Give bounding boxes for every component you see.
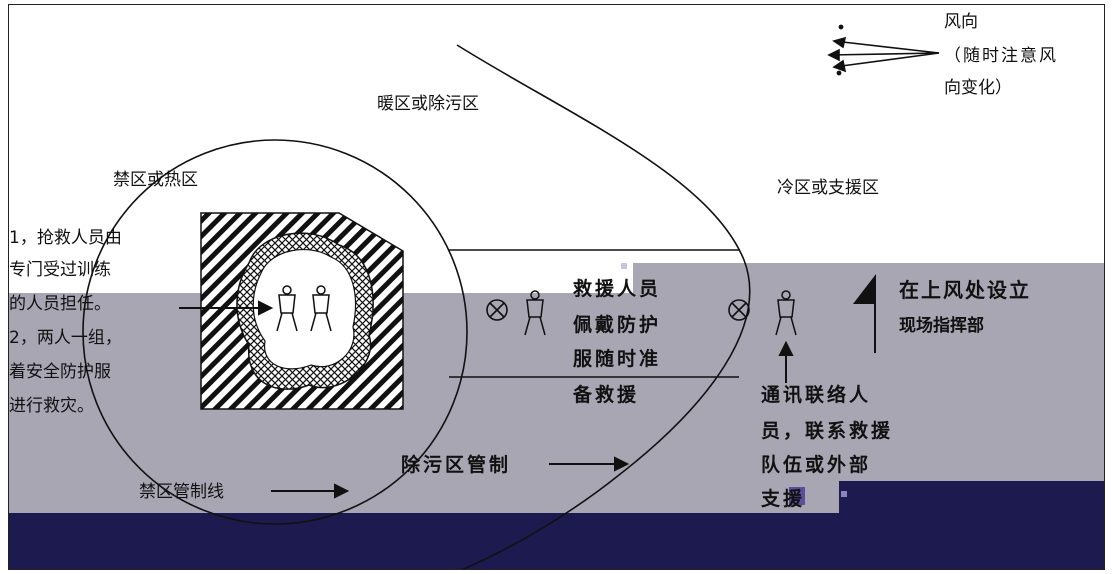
decon-control-arrow — [549, 456, 630, 472]
command-post-line1: 在上风处设立 — [899, 278, 1031, 302]
rescue-team-line4: 备救援 — [573, 384, 640, 406]
cold-zone-label: 冷区或支援区 — [777, 178, 879, 198]
zone-diagram — [82, 24, 940, 569]
pointer-arrow — [179, 300, 274, 316]
checkpoint-marker-icon — [728, 299, 750, 321]
background-band-navy-right — [839, 481, 1104, 513]
rescuer-person-icon — [310, 285, 332, 332]
hot-zone-circle — [82, 139, 468, 525]
warm-zone-boundary — [456, 44, 751, 569]
comms-note-line2: 员，联系救援 — [761, 420, 894, 442]
comms-person-icon — [775, 290, 797, 336]
artifact-noise — [621, 263, 627, 269]
incident-core — [252, 249, 357, 370]
rescue-team-line3: 服随时准 — [573, 348, 662, 370]
wind-arrow-icon — [827, 24, 940, 76]
comms-note-line4: 支援 — [761, 488, 806, 510]
rescuers-note-line1: 1，抢救人员由 — [9, 228, 122, 248]
background-band-gray-full — [9, 293, 1104, 513]
up-arrow-icon — [778, 340, 794, 383]
diagram-frame: 风向 （随时注意风 向变化） 暖区或除污区 禁区或热区 冷区或支援区 1，抢救人… — [8, 4, 1105, 570]
rescuers-note-line5: 着安全防护服 — [9, 362, 111, 382]
hot-control-arrow — [271, 483, 350, 499]
command-post-line2: 现场指挥部 — [899, 316, 984, 336]
rescuer-person-icon — [276, 285, 298, 332]
rescuers-note-line2: 专门受过训练 — [9, 260, 111, 280]
wind-direction-label: 风向 — [944, 12, 978, 32]
hot-zone-label: 禁区或热区 — [113, 170, 198, 190]
wind-note-line2: 向变化） — [944, 78, 1012, 98]
artifact-noise — [789, 487, 805, 505]
decon-control-label: 除污区管制 — [401, 454, 512, 476]
rescuers-note-line6: 进行救灾。 — [9, 396, 94, 416]
background-band-navy-bottom — [9, 513, 1104, 569]
rescue-team-line2: 佩戴防护 — [573, 314, 662, 336]
rescue-team-line1: 救援人员 — [573, 278, 662, 300]
hot-control-label: 禁区管制线 — [139, 482, 224, 502]
standby-rescuer-icon — [524, 290, 546, 336]
rescuers-note-line4: 2，两人一组， — [9, 328, 122, 348]
rescuers-note-line3: 的人员担任。 — [9, 294, 111, 314]
command-flag-icon — [852, 274, 876, 353]
comms-note-line1: 通讯联络人 — [761, 384, 872, 406]
checkpoint-marker-icon — [486, 299, 508, 321]
wind-note-line1: （随时注意风 — [944, 46, 1058, 66]
comms-note-line3: 队伍或外部 — [761, 454, 872, 476]
warm-zone-label: 暖区或除污区 — [377, 94, 479, 114]
artifact-noise — [841, 491, 847, 497]
